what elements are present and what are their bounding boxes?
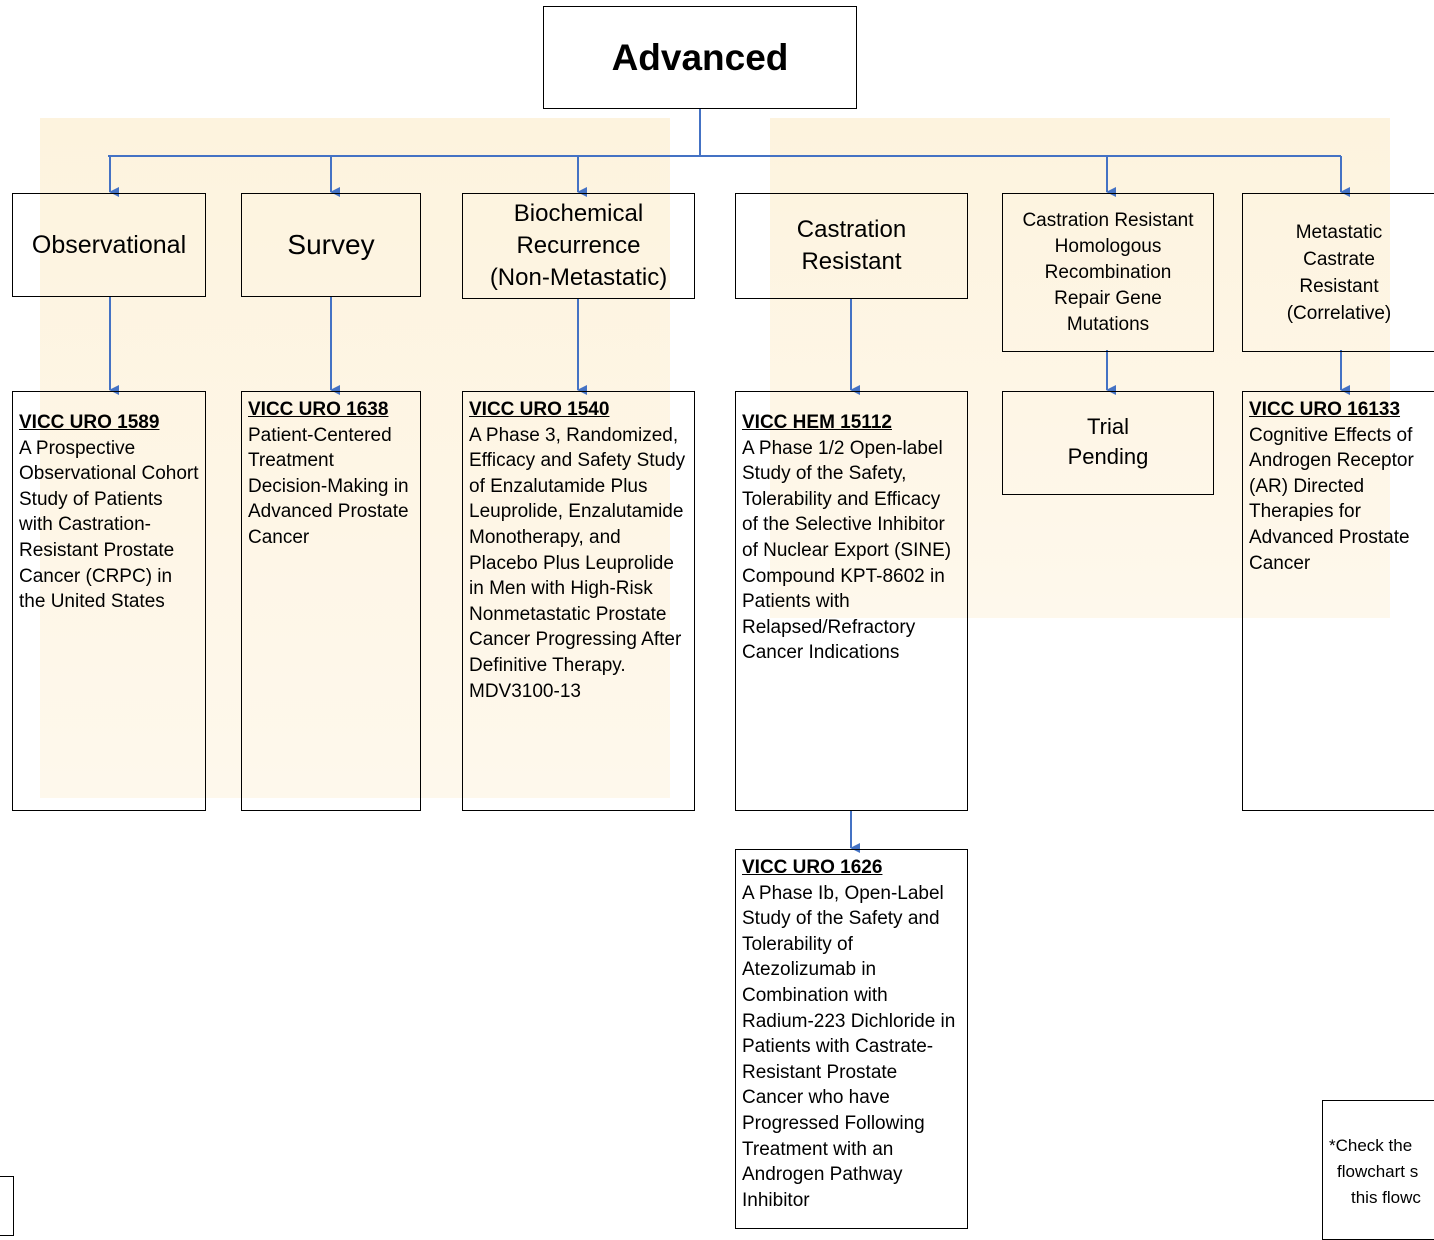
trial-uro1626: VICC URO 1626 A Phase Ib, Open-Label Stu… [735, 849, 968, 1229]
trial-hem15112: VICC HEM 15112 A Phase 1/2 Open-label St… [735, 391, 968, 811]
category-label: Homologous [1054, 235, 1162, 257]
category-observational: Observational [12, 193, 206, 297]
title-box: Advanced [543, 6, 857, 109]
category-biochemical-recurrence: Biochemical Recurrence (Non-Metastatic) [462, 193, 695, 299]
trial-description: Cognitive Effects of Androgen Receptor (… [1249, 424, 1414, 574]
trial-description: A Prospective Observational Cohort Study… [19, 437, 199, 613]
category-label: Resistant [1299, 275, 1379, 297]
category-label: (Non-Metastatic) [489, 264, 668, 291]
trial-uro16133: VICC URO 16133 Cognitive Effects of Andr… [1242, 391, 1434, 811]
note-box: *Check the flowchart s this flowc [1322, 1100, 1434, 1240]
category-label: Observational [31, 230, 187, 259]
watermark-left-band [40, 118, 670, 798]
category-label: (Correlative) [1286, 302, 1392, 324]
category-hrr-mutations: Castration Resistant Homologous Recombin… [1002, 193, 1214, 352]
note-line: *Check the [1329, 1136, 1413, 1155]
category-label: Castrate [1303, 248, 1375, 270]
pending-label: Pending [1067, 444, 1149, 469]
trial-description: A Phase 1/2 Open-label Study of the Safe… [742, 437, 952, 664]
category-label: Metastatic [1295, 221, 1383, 243]
trial-id: VICC HEM 15112 [742, 412, 892, 433]
trial-pending-box: Trial Pending [1002, 391, 1214, 495]
trial-id: VICC URO 1638 [248, 399, 389, 420]
category-label: Mutations [1066, 313, 1150, 335]
category-label: Survey [287, 229, 375, 260]
category-castration-resistant: Castration Resistant [735, 193, 968, 299]
note-line: flowchart s [1337, 1162, 1419, 1181]
pending-label: Trial [1087, 414, 1129, 439]
trial-uro1638: VICC URO 1638 Patient-Centered Treatment… [241, 391, 421, 811]
category-label: Recombination [1044, 261, 1172, 283]
category-label: Resistant [801, 248, 902, 275]
category-survey: Survey [241, 193, 421, 297]
page-title: Advanced [611, 36, 789, 78]
category-label: Biochemical [513, 200, 644, 227]
watermark-right-band [770, 118, 1390, 618]
trial-id: VICC URO 1589 [19, 412, 160, 433]
trial-uro1589: VICC URO 1589 A Prospective Observationa… [12, 391, 206, 811]
category-label: Castration [796, 216, 907, 243]
trial-id: VICC URO 1626 [742, 857, 883, 878]
connector-lines [108, 108, 1350, 853]
category-label: Recurrence [516, 232, 641, 259]
category-label: Castration Resistant [1022, 209, 1194, 231]
trial-description: A Phase 3, Randomized, Efficacy and Safe… [469, 424, 686, 702]
trial-id: VICC URO 1540 [469, 399, 610, 420]
note-line: this flowc [1351, 1188, 1421, 1207]
category-metastatic-castrate-resistant: Metastatic Castrate Resistant (Correlati… [1242, 193, 1434, 352]
category-label: Repair Gene [1054, 287, 1162, 309]
trial-description: Patient-Centered Treatment Decision-Maki… [248, 424, 409, 548]
trial-description: A Phase Ib, Open-Label Study of the Safe… [742, 882, 956, 1211]
cropped-box-fragment [0, 1176, 14, 1236]
trial-id: VICC URO 16133 [1249, 399, 1401, 420]
trial-uro1540: VICC URO 1540 A Phase 3, Randomized, Eff… [462, 391, 695, 811]
